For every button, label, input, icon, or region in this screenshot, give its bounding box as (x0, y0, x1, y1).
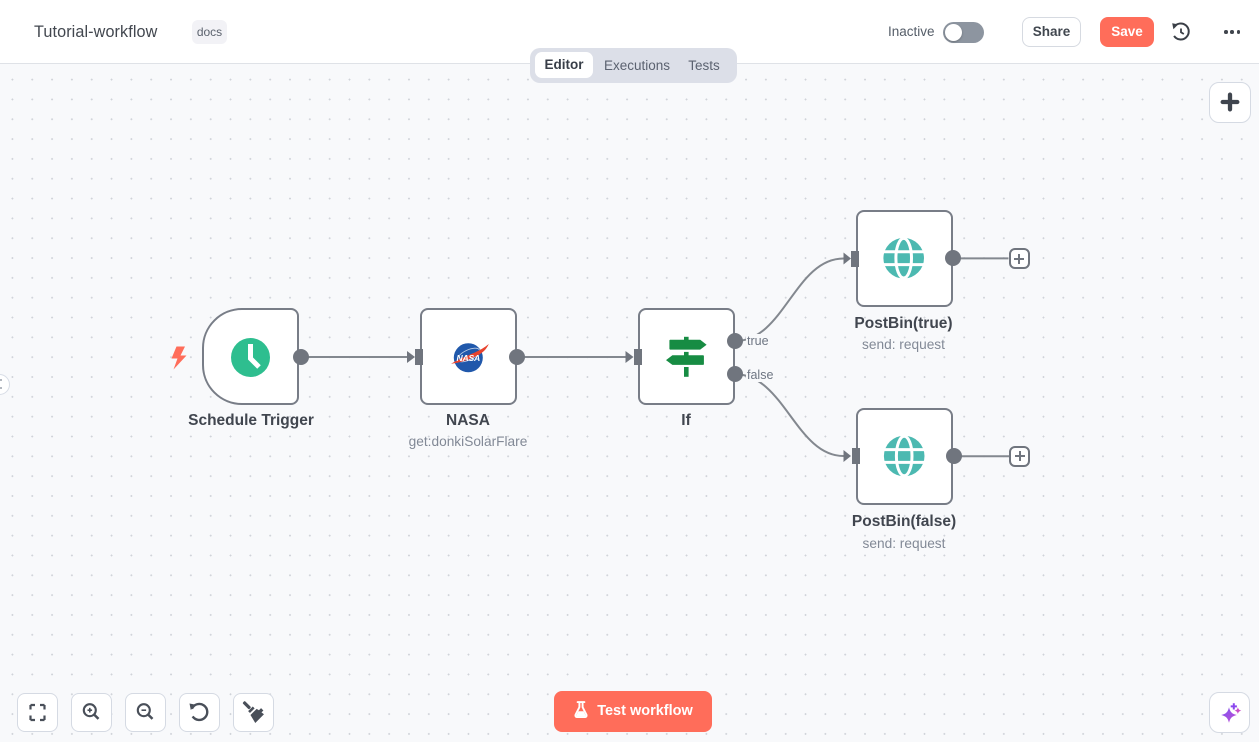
svg-text:NASA: NASA (457, 353, 481, 363)
